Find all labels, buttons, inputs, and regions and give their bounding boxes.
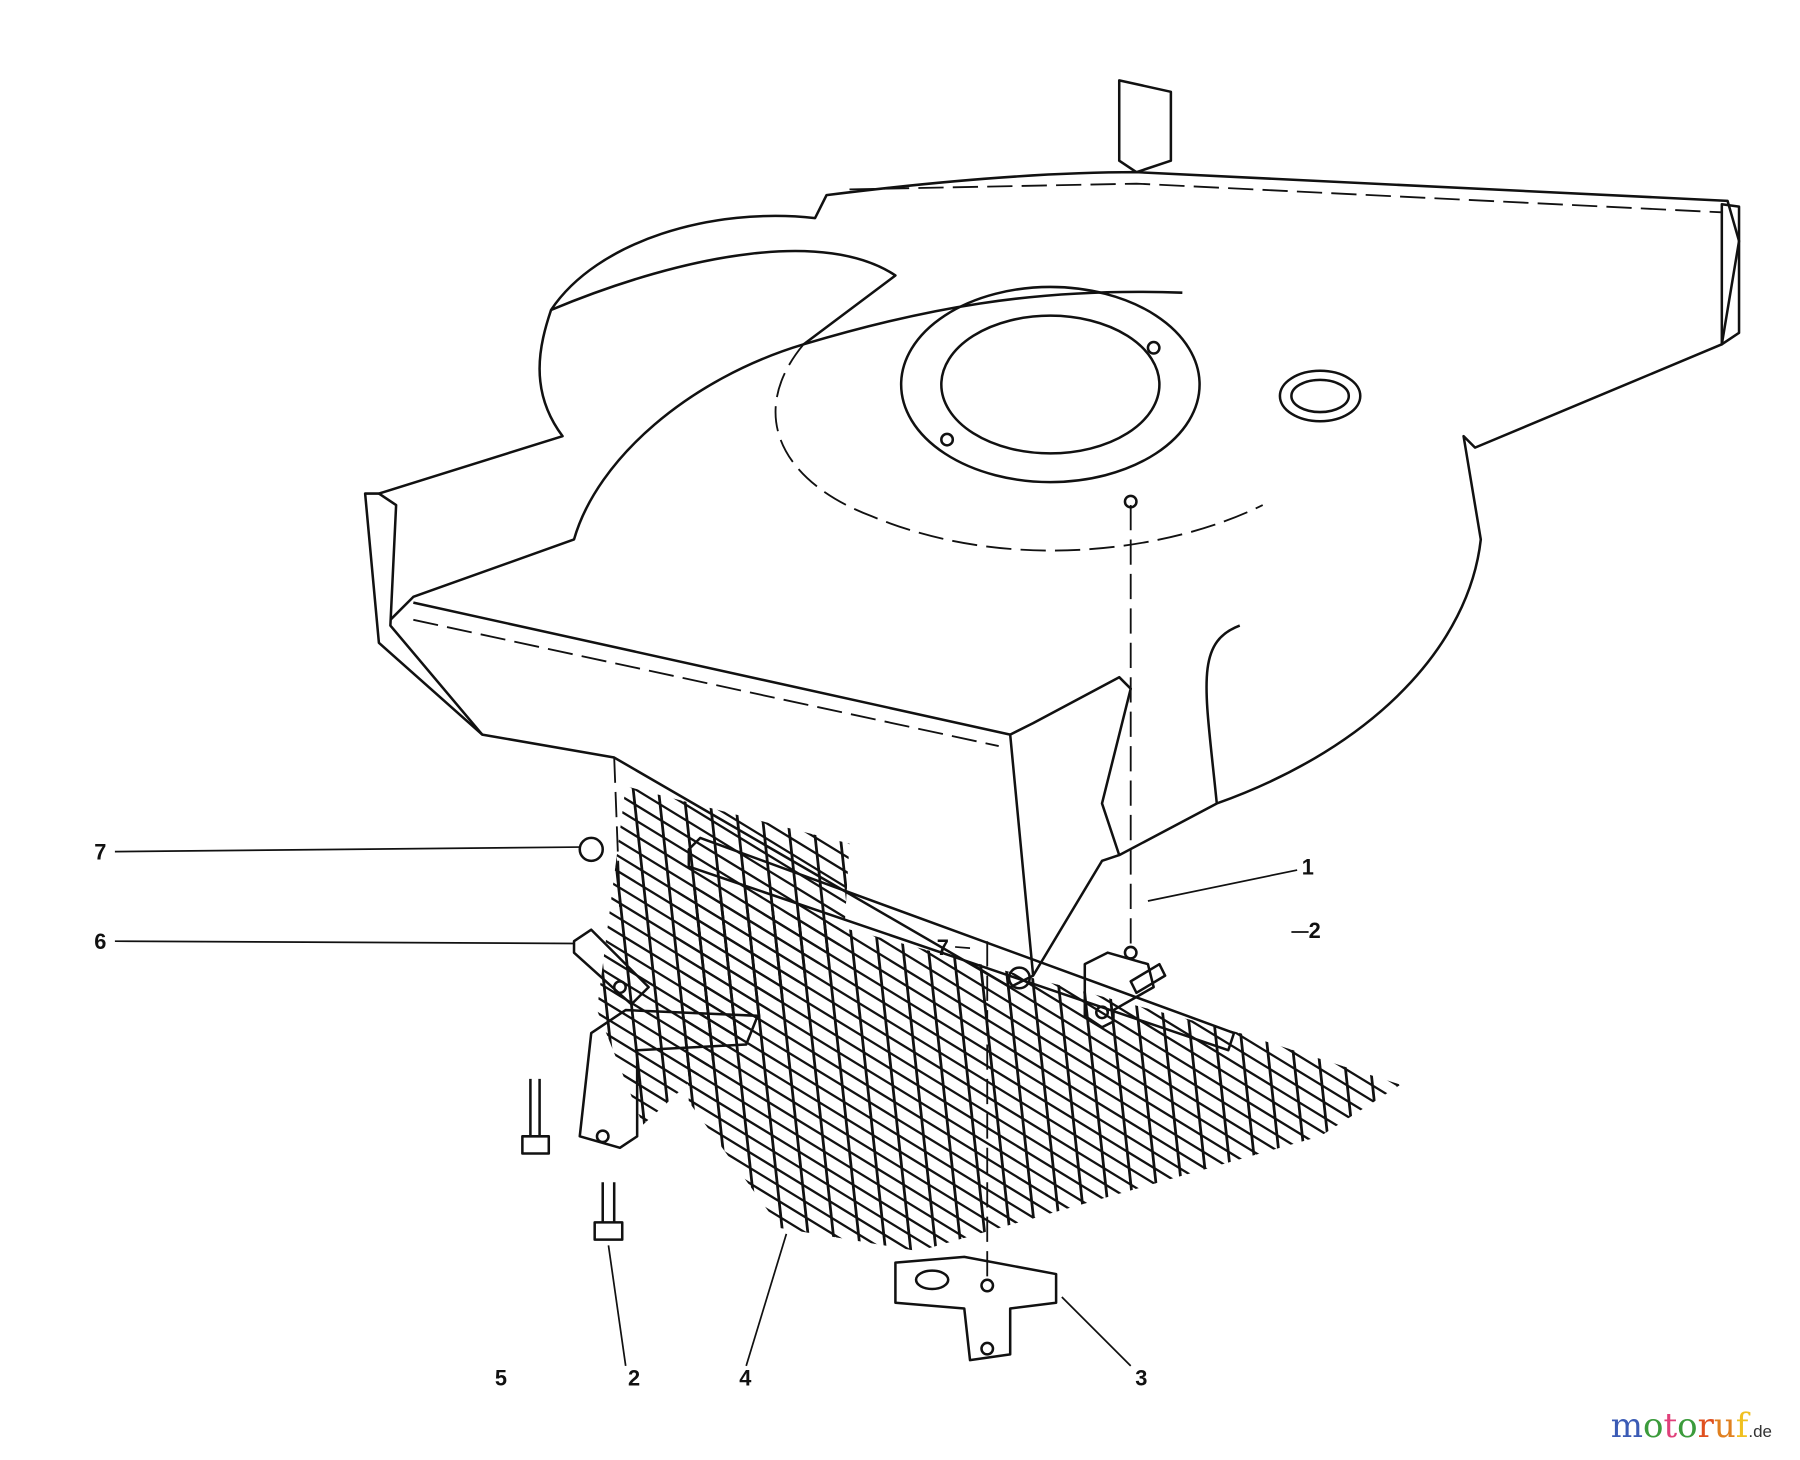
callout-6: 6 [94,929,106,954]
callout-1: 1 [1302,855,1314,880]
callout-4: 4 [739,1365,751,1390]
bracket-left [521,836,759,1241]
callout-labels: 7 6 1 2 7 5 2 4 3 [94,840,1320,1391]
leader-lines [114,846,1309,1367]
shield-rod [687,836,1236,1052]
callout-2-bottom: 2 [628,1365,640,1390]
bracket-bottom [894,1255,1058,1362]
callout-7-left: 7 [94,840,106,865]
callout-3: 3 [1135,1365,1147,1390]
shield-mesh [596,786,850,1125]
watermark-suffix: .de [1748,1422,1772,1441]
watermark-logo: motoruf.de [1610,1406,1772,1446]
bracket-right [1007,945,1167,1029]
callout-2-right: 2 [1309,918,1321,943]
callout-5: 5 [495,1365,507,1390]
callout-7-right: 7 [937,935,949,960]
shield-mesh-lower [677,883,1401,1252]
